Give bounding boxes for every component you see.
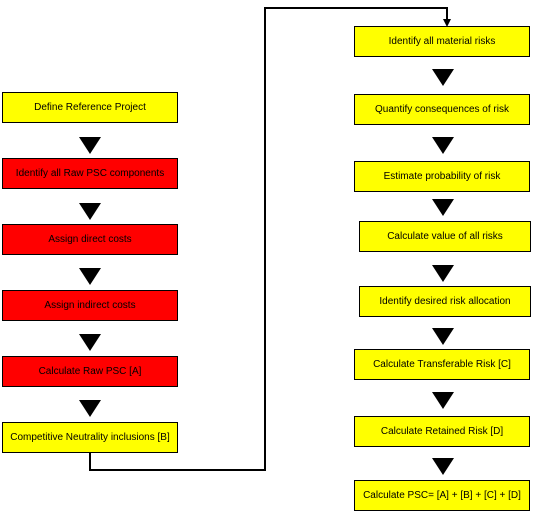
step-calculate-raw-psc: Calculate Raw PSC [A] [2, 356, 178, 387]
connector-arrowhead [443, 19, 451, 27]
step-identify-raw-psc-components: Identify all Raw PSC components [2, 158, 178, 189]
step-label: Calculate Raw PSC [A] [38, 365, 142, 377]
step-estimate-probability: Estimate probability of risk [354, 161, 530, 192]
step-assign-direct-costs: Assign direct costs [2, 224, 178, 255]
step-calculate-retained-risk: Calculate Retained Risk [D] [354, 416, 530, 447]
step-label: Identify all Raw PSC components [15, 167, 165, 179]
down-arrow [432, 392, 454, 409]
down-arrow [432, 328, 454, 345]
step-label: Assign indirect costs [44, 299, 136, 311]
step-label: Calculate value of all risks [387, 230, 503, 242]
step-label: Competitive Neutrality inclusions [B] [10, 431, 170, 443]
step-identify-risk-allocation: Identify desired risk allocation [359, 286, 531, 317]
step-label: Estimate probability of risk [383, 170, 501, 182]
down-arrow [79, 334, 101, 351]
step-label: Define Reference Project [34, 101, 146, 113]
step-define-reference-project: Define Reference Project [2, 92, 178, 123]
down-arrow [432, 458, 454, 475]
step-calculate-psc: Calculate PSC= [A] + [B] + [C] + [D] [354, 480, 530, 511]
step-label: Calculate PSC= [A] + [B] + [C] + [D] [363, 489, 521, 501]
down-arrow [79, 203, 101, 220]
step-competitive-neutrality: Competitive Neutrality inclusions [B] [2, 422, 178, 453]
down-arrow [79, 400, 101, 417]
step-label: Calculate Transferable Risk [C] [373, 358, 511, 370]
step-calculate-value-risks: Calculate value of all risks [359, 221, 531, 252]
step-quantify-consequences: Quantify consequences of risk [354, 94, 530, 125]
step-label: Calculate Retained Risk [D] [380, 425, 504, 437]
down-arrow [79, 137, 101, 154]
down-arrow [79, 268, 101, 285]
down-arrow [432, 199, 454, 216]
step-calculate-transferable-risk: Calculate Transferable Risk [C] [354, 349, 530, 380]
step-label: Quantify consequences of risk [375, 103, 509, 115]
down-arrow [432, 265, 454, 282]
connector-line [89, 7, 448, 471]
down-arrow [432, 69, 454, 86]
step-label: Identify all material risks [388, 35, 496, 47]
step-label: Assign direct costs [48, 233, 132, 245]
step-label: Identify desired risk allocation [379, 295, 511, 307]
step-identify-material-risks: Identify all material risks [354, 26, 530, 57]
step-assign-indirect-costs: Assign indirect costs [2, 290, 178, 321]
down-arrow [432, 137, 454, 154]
